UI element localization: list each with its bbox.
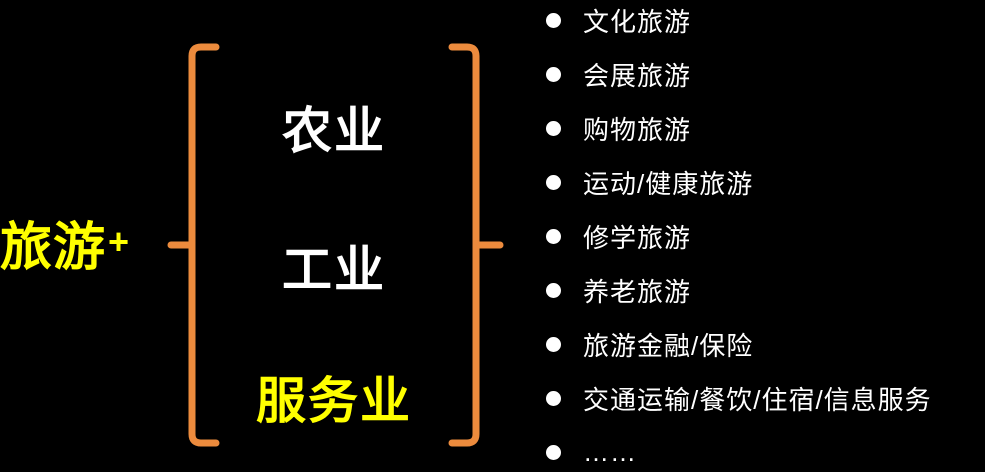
list-item-label: 旅游金融/保险 xyxy=(583,330,754,361)
list-item: 文化旅游 xyxy=(540,0,932,47)
bullet-icon xyxy=(546,444,561,460)
bullet-icon xyxy=(546,228,561,244)
bullet-icon xyxy=(546,336,561,352)
list-item-label: …… xyxy=(583,436,637,467)
list-item: 运动/健康旅游 xyxy=(540,155,932,209)
tourism-plus-label: 旅游 + xyxy=(0,206,129,278)
bullet-icon xyxy=(546,282,561,298)
list-item: 养老旅游 xyxy=(540,263,932,317)
industry-industrial: 工业 xyxy=(282,242,386,298)
list-item-label: 会展旅游 xyxy=(583,60,692,91)
plus-sign: + xyxy=(108,221,130,262)
tourism-types-list: 文化旅游 会展旅游 购物旅游 运动/健康旅游 修学旅游 养老旅游 旅游金融/保险 xyxy=(540,0,932,472)
list-item: …… xyxy=(540,425,932,472)
list-item: 交通运输/餐饮/住宿/信息服务 xyxy=(540,371,932,425)
list-item-label: 文化旅游 xyxy=(583,6,692,37)
industries-column: 农业 工业 服务业 xyxy=(192,0,476,472)
list-item-label: 养老旅游 xyxy=(583,276,692,307)
bullet-icon xyxy=(546,66,561,82)
bullet-icon xyxy=(546,390,561,406)
list-item-label: 修学旅游 xyxy=(583,222,692,253)
industry-agriculture: 农业 xyxy=(282,103,386,159)
list-item: 修学旅游 xyxy=(540,209,932,263)
list-item: 旅游金融/保险 xyxy=(540,317,932,371)
list-item-label: 运动/健康旅游 xyxy=(583,168,754,199)
bullet-icon xyxy=(546,120,561,136)
bullet-icon xyxy=(546,174,561,190)
industry-service: 服务业 xyxy=(256,373,412,429)
list-item-label: 交通运输/餐饮/住宿/信息服务 xyxy=(583,384,932,415)
list-item-label: 购物旅游 xyxy=(583,114,692,145)
bullet-icon xyxy=(546,12,561,28)
tourism-text: 旅游 xyxy=(0,218,107,277)
list-item: 会展旅游 xyxy=(540,47,932,101)
list-item: 购物旅游 xyxy=(540,101,932,155)
